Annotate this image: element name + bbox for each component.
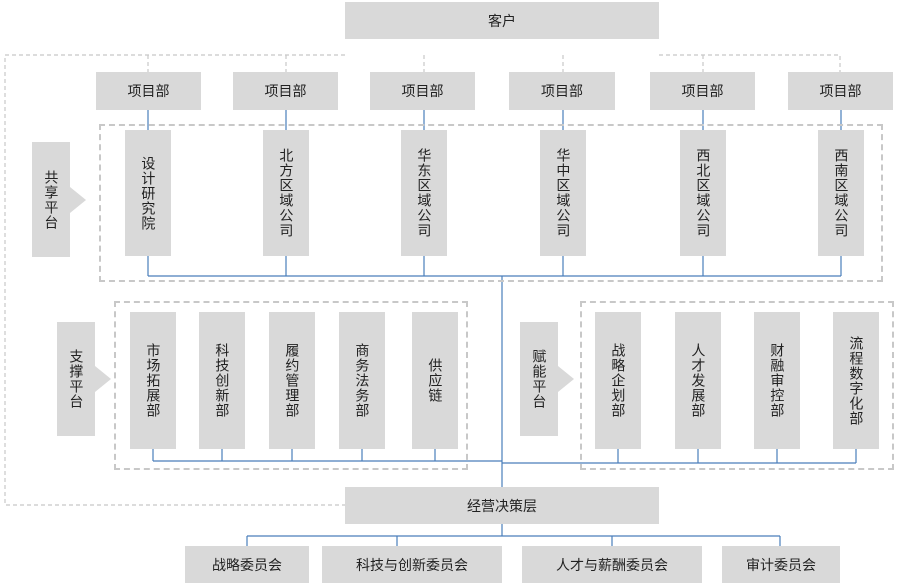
committee-box: 审计委员会 [722, 546, 840, 583]
committee-box: 人才与薪酬委员会 [522, 546, 702, 583]
support-platform-frame [114, 301, 468, 470]
support-unit: 科技创新部 [199, 312, 245, 449]
project-dept: 项目部 [650, 72, 755, 110]
support-unit: 履约管理部 [269, 312, 315, 449]
support-unit: 供应链 [412, 312, 458, 449]
enable-unit: 人才发展部 [675, 312, 721, 449]
shared-platform-frame [99, 124, 883, 282]
customer-box: 客户 [345, 2, 659, 39]
shared-unit: 设计研究院 [125, 130, 171, 256]
support-unit: 商务法务部 [339, 312, 385, 449]
support-unit: 市场拓展部 [130, 312, 176, 449]
shared-unit: 西北区域公司 [680, 130, 726, 256]
project-dept: 项目部 [370, 72, 475, 110]
project-dept: 项目部 [96, 72, 201, 110]
project-dept: 项目部 [788, 72, 893, 110]
shared-unit: 华中区域公司 [540, 130, 586, 256]
support-platform-arrow-icon [95, 366, 111, 392]
enable-platform-frame [580, 301, 894, 470]
committee-box: 科技与创新委员会 [322, 546, 502, 583]
enable-platform-label: 赋能平台 [520, 322, 558, 436]
committee-box: 战略委员会 [185, 546, 309, 583]
shared-platform-label: 共享平台 [32, 142, 70, 257]
enable-unit: 流程数字化部 [833, 312, 879, 449]
decision-layer-box: 经营决策层 [345, 487, 659, 524]
shared-unit: 北方区域公司 [263, 130, 309, 256]
project-dept: 项目部 [233, 72, 338, 110]
project-dept: 项目部 [509, 72, 615, 110]
enable-platform-arrow-icon [558, 366, 574, 392]
enable-unit: 财融审控部 [754, 312, 800, 449]
shared-unit: 华东区域公司 [401, 130, 447, 256]
shared-platform-arrow-icon [70, 187, 86, 213]
enable-unit: 战略企划部 [595, 312, 641, 449]
support-platform-label: 支撑平台 [57, 322, 95, 436]
shared-unit: 西南区域公司 [818, 130, 864, 256]
